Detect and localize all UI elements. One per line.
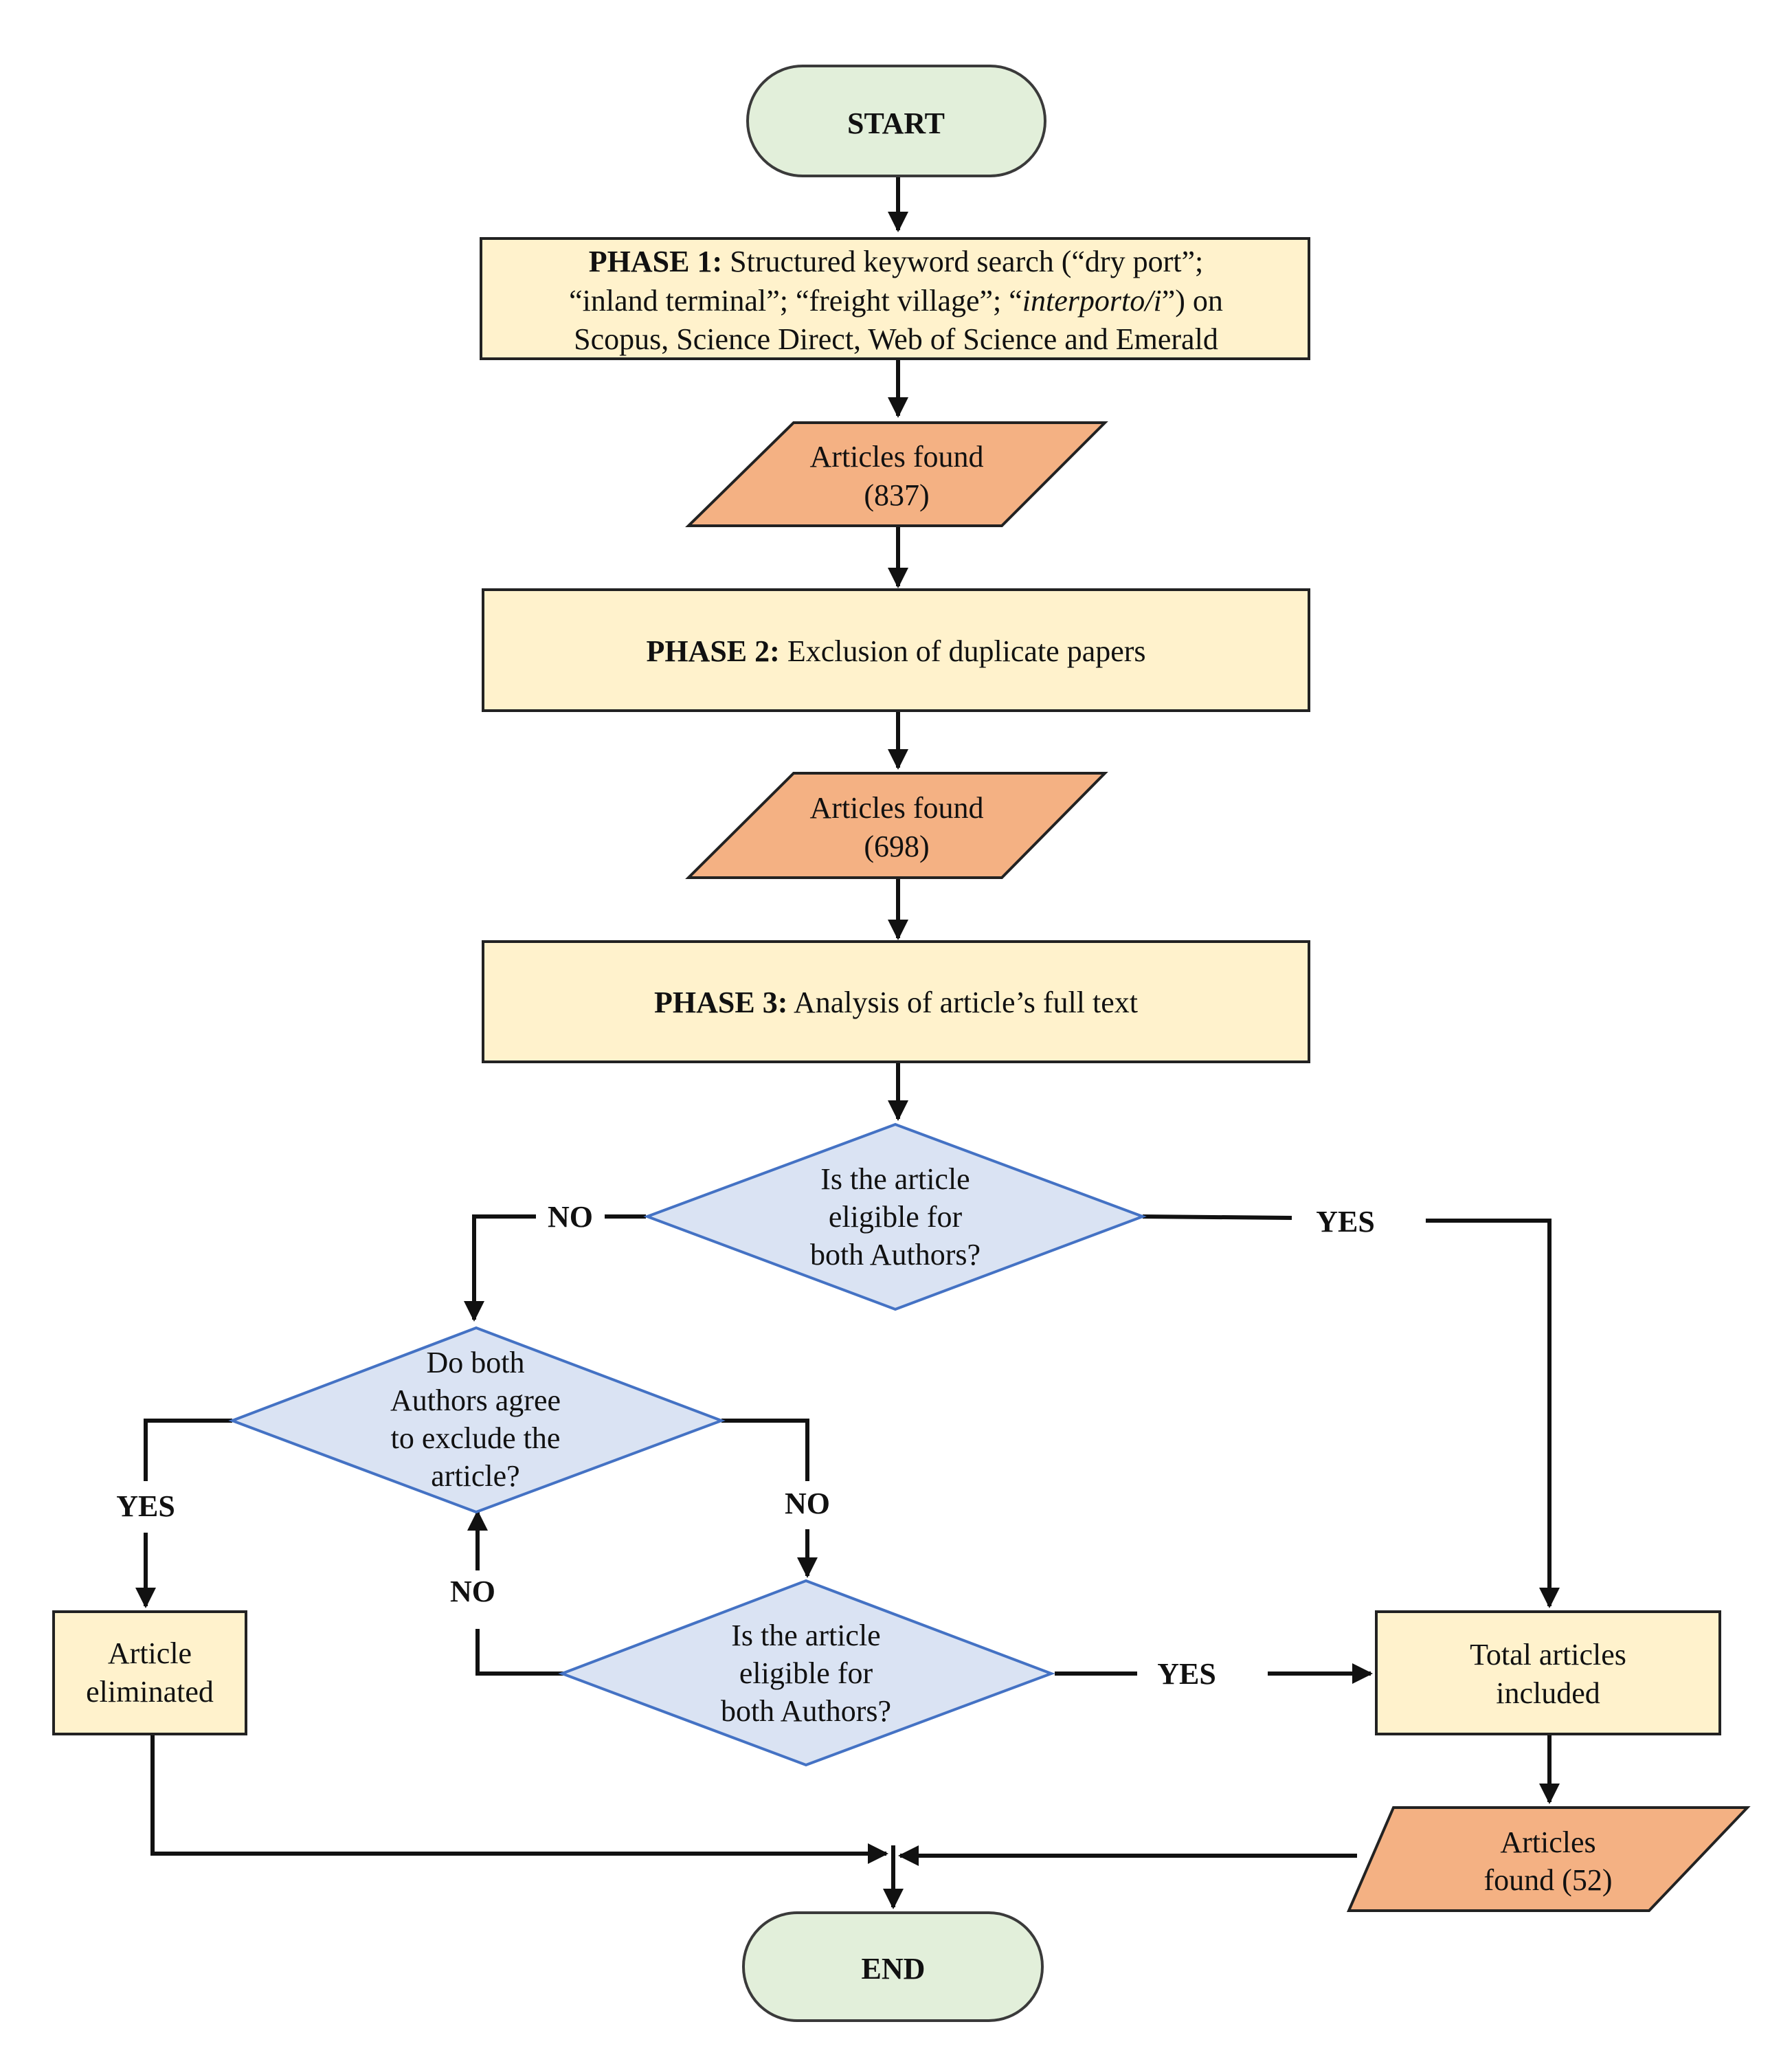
decision3: Is the article eligible for both Authors… <box>558 1579 1055 1767</box>
decision2-line2: Authors agree <box>390 1384 561 1417</box>
included-box <box>1375 1610 1721 1735</box>
decision2: Do both Authors agree to exclude the art… <box>228 1326 726 1514</box>
included-process: Total articles included <box>1375 1610 1721 1735</box>
found3-io: Articles found (52) <box>1346 1806 1751 1912</box>
decision1: Is the article eligible for both Authors… <box>643 1122 1147 1311</box>
eliminated-box <box>52 1610 247 1735</box>
connector-d2-no-a <box>721 1419 809 1481</box>
included-line2: included <box>1496 1676 1600 1710</box>
found2-line1: Articles found <box>810 791 984 825</box>
connector-d2-yes-a <box>144 1419 232 1481</box>
decision1-shape <box>643 1122 1147 1311</box>
phase3-text: Analysis of article’s full text <box>787 986 1138 1019</box>
found3-shape <box>1346 1806 1751 1912</box>
label-yes-decision2: YES <box>116 1489 175 1523</box>
phase2-text: Exclusion of duplicate papers <box>780 634 1146 668</box>
start-label: START <box>847 107 945 140</box>
phase1-line2-suffix: ”) on <box>1162 284 1223 318</box>
end-terminal: END <box>742 1911 1044 2022</box>
phase1-line1-text: Structured keyword search (“dry port”; <box>722 245 1203 278</box>
phase3-line: PHASE 3: Analysis of article’s full text <box>654 986 1138 1019</box>
label-yes-decision1: YES <box>1316 1205 1375 1239</box>
start-terminal: START <box>746 65 1046 177</box>
eliminated-line1: Article <box>108 1636 192 1670</box>
eliminated-line2: eliminated <box>86 1675 214 1709</box>
start-shape <box>746 65 1046 177</box>
decision1-line1: Is the article <box>820 1162 970 1196</box>
phase1-line2-italic: interporto/i <box>1022 284 1162 318</box>
end-shape <box>742 1911 1044 2022</box>
label-no-decision2: NO <box>785 1487 830 1520</box>
decision3-line2: eligible for <box>739 1656 873 1690</box>
decision2-line1: Do both <box>427 1346 525 1379</box>
phase2-line: PHASE 2: Exclusion of duplicate papers <box>646 634 1145 668</box>
phase1-line2-prefix: “inland terminal”; “freight village”; “ <box>569 284 1022 318</box>
found2-io: Articles found (698) <box>685 772 1108 879</box>
phase3-box <box>482 940 1310 1063</box>
included-line1: Total articles <box>1470 1638 1626 1671</box>
phase1-line3: Scopus, Science Direct, Web of Science a… <box>574 322 1218 356</box>
decision1-line3: both Authors? <box>810 1238 981 1271</box>
phase1-line2: “inland terminal”; “freight village”; “i… <box>569 284 1223 318</box>
phase2-bold: PHASE 2: <box>646 634 779 668</box>
found1-line2: (837) <box>864 478 929 512</box>
decision1-line2: eligible for <box>829 1200 963 1234</box>
connectors <box>135 176 1560 1909</box>
label-no-decision3: NO <box>450 1575 495 1608</box>
phase2-process: PHASE 2: Exclusion of duplicate papers <box>482 588 1310 712</box>
end-label: END <box>862 1952 926 1986</box>
phase3-bold: PHASE 3: <box>654 986 787 1019</box>
found3-line2: found (52) <box>1484 1863 1613 1897</box>
eliminated-process: Article eliminated <box>52 1610 247 1735</box>
found1-line1: Articles found <box>810 440 984 474</box>
found3-line1: Articles <box>1500 1825 1595 1859</box>
found1-shape <box>685 421 1108 527</box>
phase3-process: PHASE 3: Analysis of article’s full text <box>482 940 1310 1063</box>
decision2-shape <box>228 1326 726 1514</box>
found1-io: Articles found (837) <box>685 421 1108 527</box>
found2-shape <box>685 772 1108 879</box>
connector-d1-no-b <box>464 1214 536 1322</box>
phase2-box <box>482 588 1310 712</box>
label-no-decision1: NO <box>548 1200 593 1234</box>
connector-d3-no-a <box>475 1629 563 1676</box>
connector-eliminated-to-merge <box>150 1734 888 1864</box>
label-yes-decision3: YES <box>1157 1657 1216 1691</box>
decision2-line3: to exclude the <box>391 1421 561 1455</box>
decision3-line1: Is the article <box>731 1619 880 1652</box>
found2-line2: (698) <box>864 830 929 863</box>
decision2-line4: article? <box>431 1459 519 1493</box>
decision3-line3: both Authors? <box>721 1694 891 1728</box>
connector-d1-yes-b <box>1426 1219 1560 1608</box>
phase1-box <box>480 237 1310 360</box>
phase1-process: PHASE 1: Structured keyword search (“dry… <box>480 237 1310 360</box>
phase1-bold: PHASE 1: <box>589 245 722 278</box>
connector-d1-yes-a <box>1142 1214 1292 1220</box>
decision3-shape <box>558 1579 1055 1767</box>
phase1-line1: PHASE 1: Structured keyword search (“dry… <box>589 245 1203 278</box>
